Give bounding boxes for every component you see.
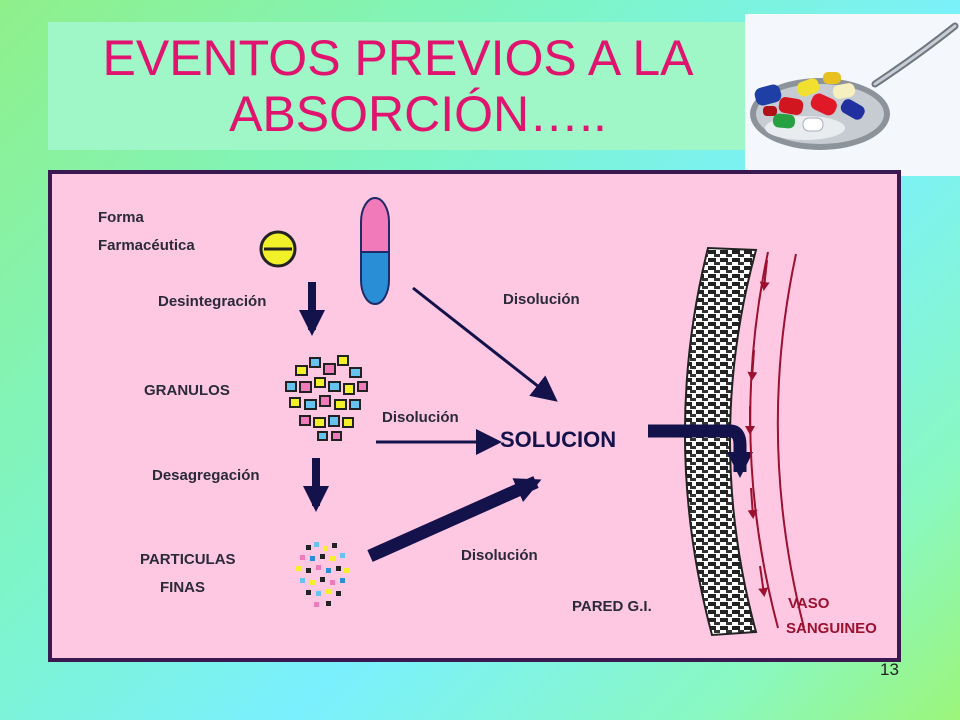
label-granulos: GRANULOS bbox=[144, 382, 230, 399]
gi-wall bbox=[684, 246, 758, 637]
title-line-2: ABSORCIÓN….. bbox=[229, 86, 607, 142]
label-disolucion-mid: Disolución bbox=[382, 409, 459, 426]
label-particulas: PARTICULAS bbox=[140, 551, 236, 568]
particles-dissolution-arrow bbox=[367, 476, 542, 562]
vessel-line-right bbox=[776, 253, 805, 629]
pills-on-spoon-image bbox=[745, 14, 960, 176]
label-farmaceutica: Farmacéutica bbox=[98, 237, 195, 254]
diagram-canvas: Forma Farmacéutica Desintegración Disolu… bbox=[48, 170, 901, 662]
vessel-line-left bbox=[749, 251, 779, 629]
absorption-arrow bbox=[648, 424, 753, 478]
label-solucion: SOLUCION bbox=[500, 427, 616, 452]
title-background bbox=[48, 22, 748, 150]
label-desagregacion: Desagregación bbox=[152, 467, 260, 484]
capsule-dissolution-arrow bbox=[412, 286, 558, 402]
granules-cluster-icon bbox=[285, 355, 368, 441]
capsule-icon bbox=[360, 197, 390, 305]
label-sanguineo: SANGUINEO bbox=[786, 620, 877, 637]
label-desintegracion: Desintegración bbox=[158, 293, 266, 310]
flow-arrow-2 bbox=[747, 349, 758, 381]
label-finas: FINAS bbox=[160, 579, 205, 596]
label-disolucion-bottom: Disolución bbox=[461, 547, 538, 564]
slide-title: EVENTOS PREVIOS A LA ABSORCIÓN….. bbox=[48, 30, 748, 142]
flow-arrow-5 bbox=[758, 565, 769, 597]
fine-particles-icon bbox=[296, 542, 349, 607]
label-vaso: VASO bbox=[788, 595, 830, 612]
flow-arrow-1 bbox=[759, 259, 770, 291]
tablet-icon bbox=[259, 230, 297, 268]
pills-on-spoon-icon bbox=[750, 22, 959, 150]
label-pared: PARED G.I. bbox=[572, 598, 652, 615]
flow-arrow-4 bbox=[747, 487, 758, 519]
label-forma: Forma bbox=[98, 209, 145, 226]
title-line-1: EVENTOS PREVIOS A LA bbox=[102, 30, 694, 86]
page-number: 13 bbox=[880, 660, 899, 679]
diagram-border bbox=[48, 170, 901, 662]
absorption-diagram: Forma Farmacéutica Desintegración Disolu… bbox=[48, 170, 901, 662]
label-disolucion-top: Disolución bbox=[503, 291, 580, 308]
